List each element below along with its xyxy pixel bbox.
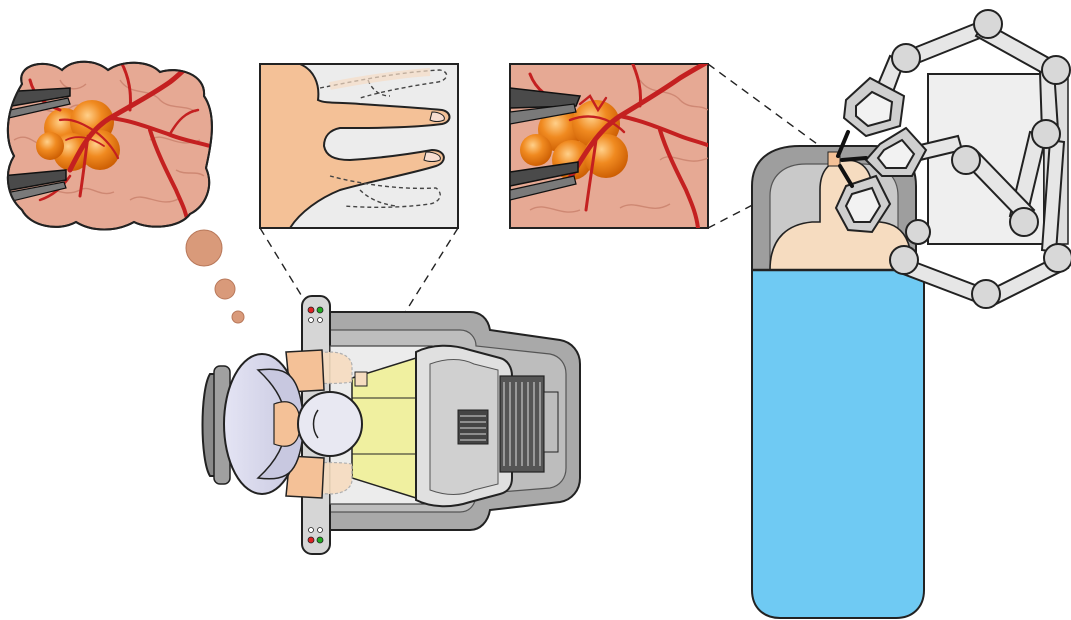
- hand-inset: [260, 64, 458, 228]
- surgeon: [203, 350, 363, 498]
- patient-bed: [752, 146, 924, 618]
- patient-blanket: [752, 270, 924, 618]
- surgical-view-inset: [510, 62, 710, 228]
- surgeon-head: [298, 392, 362, 456]
- thought-bubbles: [186, 230, 244, 323]
- thought-view-brain: [0, 60, 212, 230]
